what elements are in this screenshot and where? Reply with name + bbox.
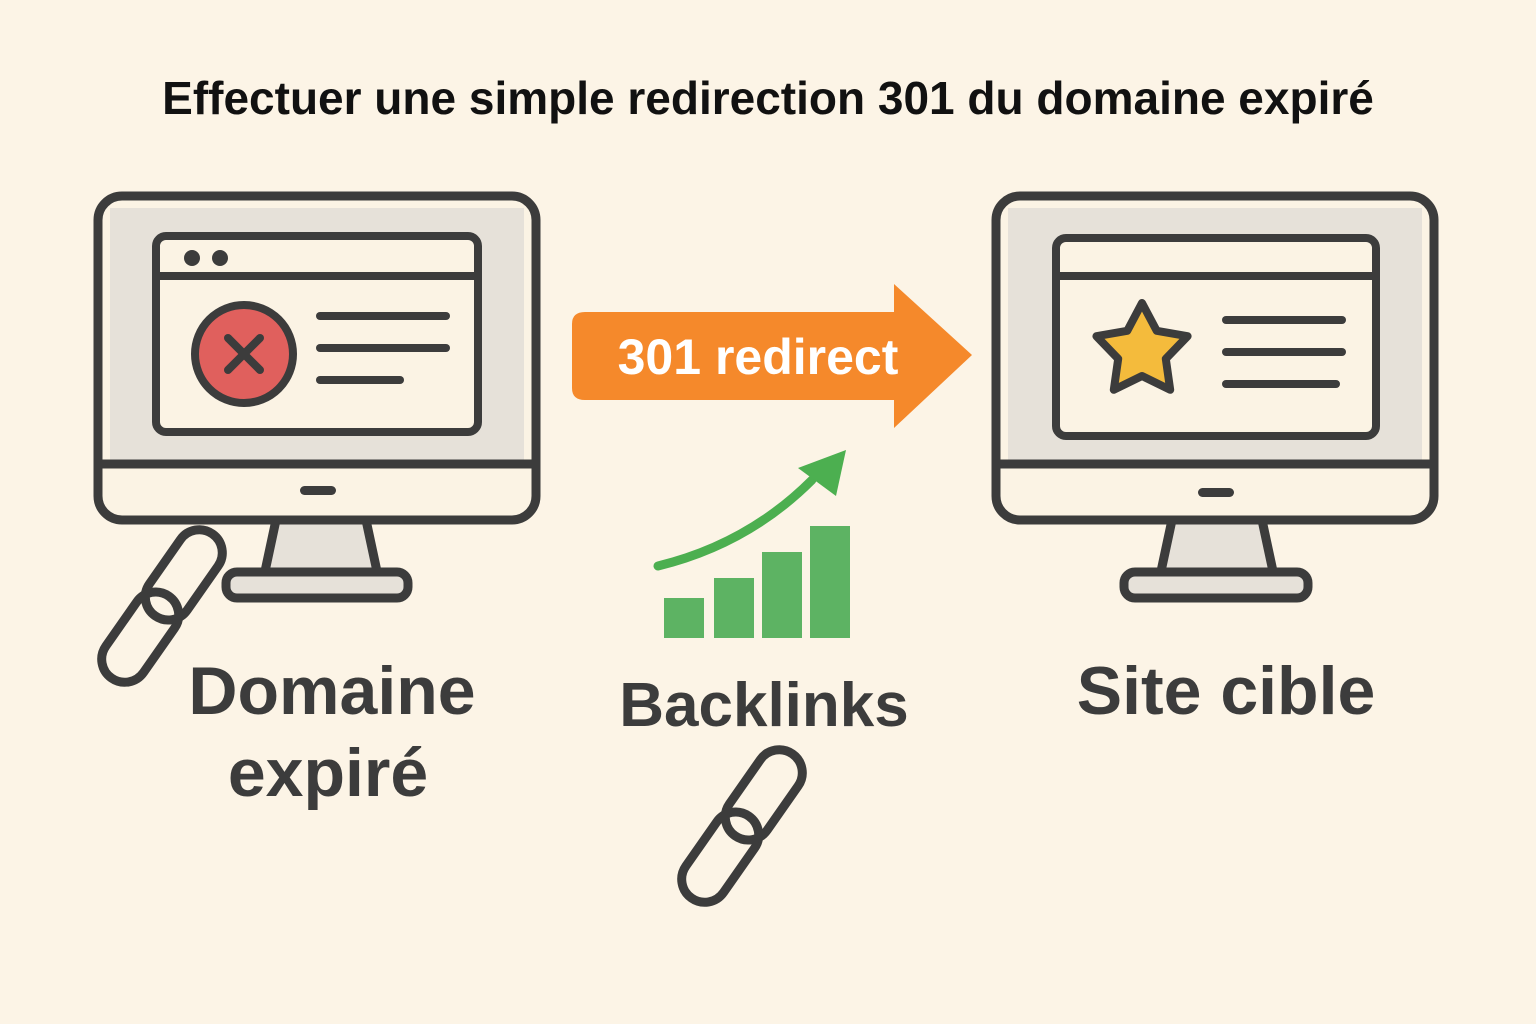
growth-bar-1 (664, 598, 704, 638)
redirect-arrow-label: 301 redirect (618, 329, 899, 385)
target-site-label: Site cible (1077, 653, 1376, 729)
monitor-button (300, 486, 336, 495)
chain-link-icon (677, 745, 807, 907)
monitor-base (221, 567, 413, 603)
growth-trend-arrowhead (798, 450, 846, 496)
monitor-base (1119, 567, 1313, 603)
error-x-icon (191, 301, 297, 407)
expired-domain-monitor-icon (93, 191, 541, 603)
window-dot-2 (212, 250, 228, 266)
growth-bar-3 (762, 552, 802, 638)
growth-bar-chart-icon (653, 450, 850, 638)
diagram-title: Effectuer une simple redirection 301 du … (162, 72, 1374, 124)
growth-bar-4 (810, 526, 850, 638)
redirect-arrow-icon (572, 284, 972, 428)
star-icon (1092, 299, 1192, 394)
monitor-button (1198, 488, 1234, 497)
expired-domain-label-line2: expiré (228, 735, 428, 811)
expired-domain-label-line1: Domaine (188, 653, 475, 729)
target-site-monitor-icon (991, 191, 1439, 603)
growth-trend-line (653, 475, 817, 571)
growth-bar-2 (714, 578, 754, 638)
backlinks-label: Backlinks (619, 671, 909, 740)
window-dot-1 (184, 250, 200, 266)
